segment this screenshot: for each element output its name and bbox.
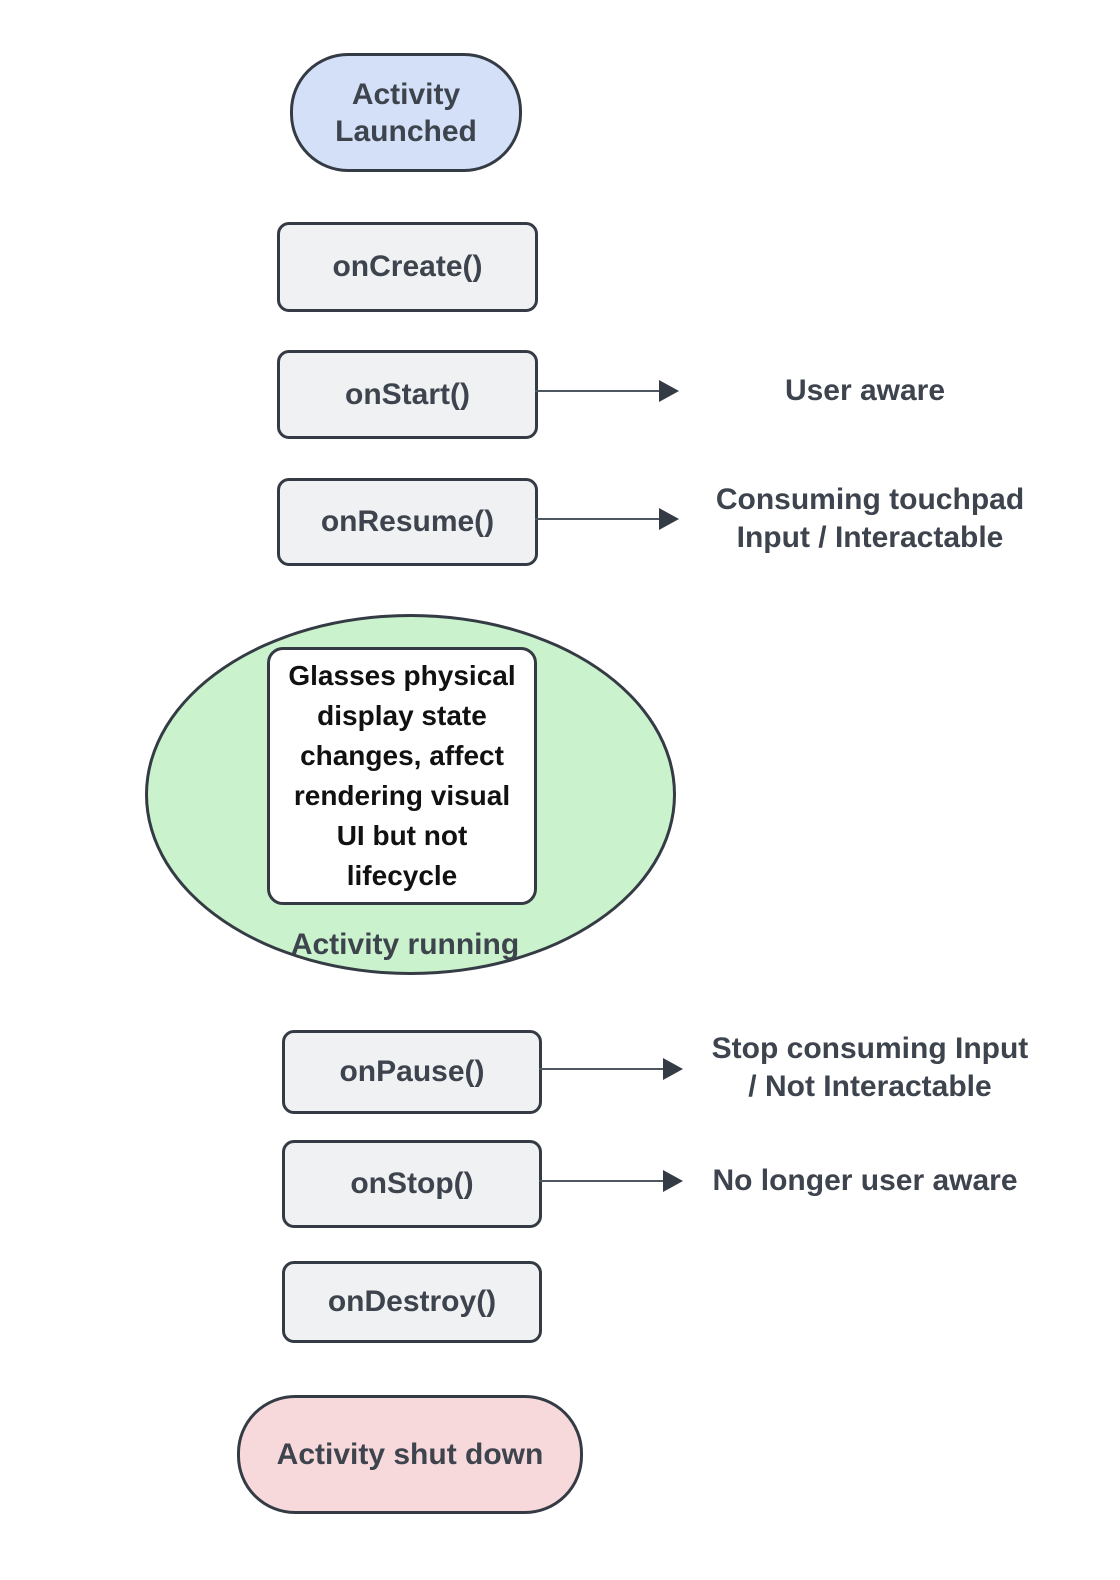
onresume-arrow	[535, 508, 679, 530]
onstart-annotation: User aware	[700, 371, 1030, 411]
oncreate-label: onCreate()	[332, 250, 483, 283]
onstart-node: onStart()	[277, 350, 538, 439]
arrow-shaft	[539, 1068, 663, 1070]
onstop-arrow	[539, 1170, 683, 1192]
running-note-line: Glasses physical	[288, 660, 516, 691]
onresume-label: onResume()	[320, 505, 495, 538]
onstop-annotation: No longer user aware	[670, 1159, 1060, 1203]
running-note-line: lifecycle	[346, 860, 458, 891]
oncreate-node: onCreate()	[277, 222, 538, 312]
onpause-label: onPause()	[339, 1055, 485, 1088]
activity-launched-label: Activity Launched	[335, 77, 477, 148]
arrow-shaft	[535, 390, 659, 392]
running-note-line: UI but not	[336, 820, 468, 851]
running-note-box: Glasses physical display state changes, …	[267, 647, 537, 905]
onpause-annotation: Stop consuming Input / Not Interactable	[690, 1027, 1050, 1109]
onstart-annotation-text: User aware	[784, 374, 946, 407]
onresume-node: onResume()	[277, 478, 538, 566]
activity-running-text: Activity running	[290, 928, 520, 961]
onpause-annotation-line2: / Not Interactable	[748, 1070, 992, 1103]
arrow-shaft	[539, 1180, 663, 1182]
activity-shutdown-label: Activity shut down	[276, 1438, 544, 1471]
onstop-label: onStop()	[350, 1167, 474, 1200]
onresume-annotation-line1: Consuming touchpad	[715, 483, 1025, 516]
onstart-label: onStart()	[345, 377, 470, 411]
onpause-annotation-line1: Stop consuming Input	[711, 1032, 1029, 1065]
activity-running-label: Activity running	[255, 923, 555, 967]
onresume-annotation: Consuming touchpad Input / Interactable	[690, 477, 1050, 561]
onstop-node: onStop()	[282, 1140, 542, 1228]
activity-launched-node: Activity Launched	[290, 53, 522, 172]
arrow-head-icon	[659, 508, 679, 530]
ondestroy-node: onDestroy()	[282, 1261, 542, 1343]
activity-shutdown-node: Activity shut down	[237, 1395, 583, 1514]
arrow-head-icon	[659, 380, 679, 402]
arrow-shaft	[535, 518, 659, 520]
running-note-line: display state	[317, 700, 487, 731]
onpause-arrow	[539, 1058, 683, 1080]
running-note-line: rendering visual	[293, 780, 511, 811]
running-note-line: changes, affect	[300, 740, 504, 771]
onpause-node: onPause()	[282, 1030, 542, 1114]
onresume-annotation-line2: Input / Interactable	[736, 521, 1004, 554]
ondestroy-label: onDestroy()	[327, 1285, 497, 1318]
onstop-annotation-text: No longer user aware	[712, 1164, 1018, 1197]
onstart-arrow	[535, 380, 679, 402]
arrow-head-icon	[663, 1170, 683, 1192]
arrow-head-icon	[663, 1058, 683, 1080]
